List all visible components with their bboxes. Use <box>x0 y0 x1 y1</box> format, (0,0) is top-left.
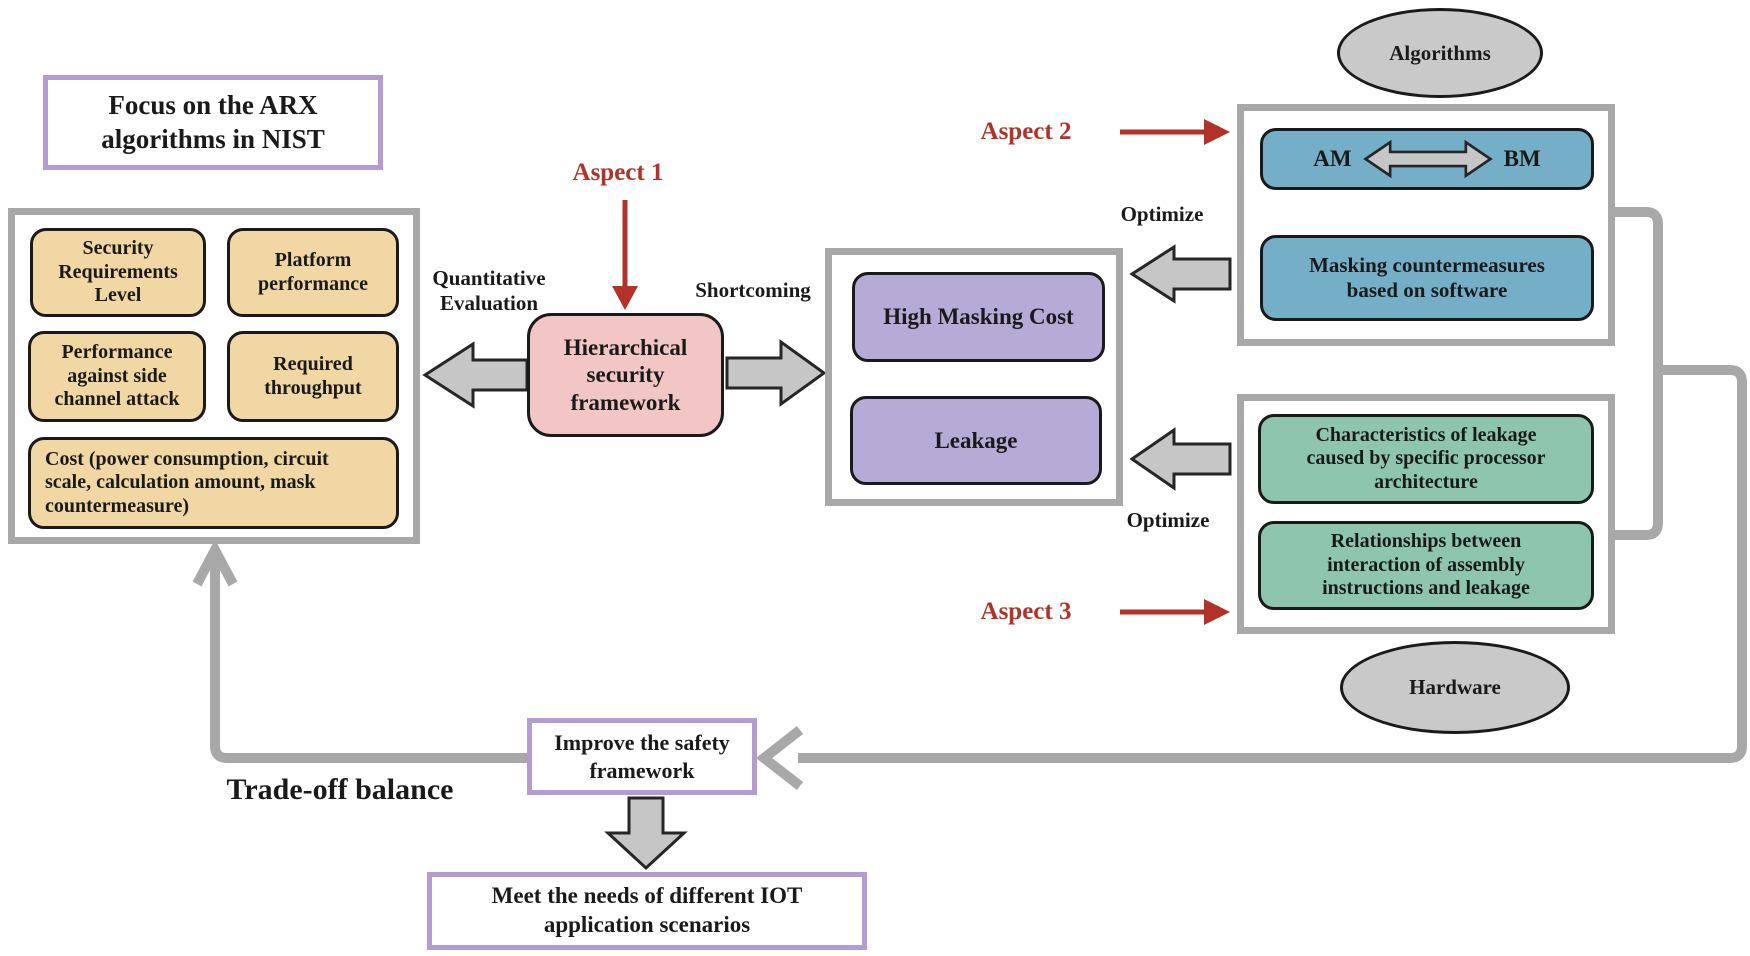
quantitative-evaluation-label: Quantitative Evaluation <box>432 266 546 315</box>
focus-box: Focus on the ARX algorithms in NIST <box>43 75 383 170</box>
aspect3-arrowhead-icon <box>1204 599 1230 625</box>
card-security-requirements: Security Requirements Level <box>30 228 206 317</box>
meet-iot-needs-box: Meet the needs of different IOT applicat… <box>427 872 867 950</box>
card-required-throughput: Required throughput <box>227 331 399 422</box>
aspect1-arrowhead-icon <box>612 286 638 310</box>
card-side-channel-performance: Performance against side channel attack <box>28 331 206 422</box>
aspect1-label: Aspect 1 <box>572 159 664 186</box>
bracket-line-right <box>1612 207 1663 540</box>
card-leakage: Leakage <box>850 396 1102 485</box>
tradeoff-balance-label: Trade-off balance <box>226 773 454 806</box>
card-leakage-characteristics: Characteristics of leakage caused by spe… <box>1258 414 1594 504</box>
block-arrow-optimize-top <box>1129 244 1232 304</box>
card-masking-countermeasures: Masking countermeasures based on softwar… <box>1260 235 1594 321</box>
card-am-bm: AM BM <box>1260 128 1594 190</box>
feedback-line-right <box>798 365 1747 763</box>
aspect2-label: Aspect 2 <box>980 118 1072 145</box>
block-arrow-optimize-bottom <box>1129 427 1232 491</box>
improve-safety-box: Improve the safety framework <box>527 718 757 795</box>
hardware-ellipse: Hardware <box>1340 641 1570 734</box>
card-platform-performance: Platform performance <box>227 228 399 317</box>
shortcoming-label: Shortcoming <box>695 278 811 302</box>
algorithms-ellipse: Algorithms <box>1337 8 1543 98</box>
double-arrow-icon <box>1362 139 1493 179</box>
card-assembly-relationships: Relationships between interaction of ass… <box>1258 521 1594 610</box>
card-cost: Cost (power consumption, circuit scale, … <box>28 437 399 529</box>
feedback-line-left <box>210 556 527 763</box>
block-arrow-shortcoming <box>725 339 827 407</box>
aspect2-arrowhead-icon <box>1204 119 1230 145</box>
aspect3-label: Aspect 3 <box>980 598 1072 625</box>
am-label: AM <box>1313 146 1352 172</box>
block-arrow-quantitative-evaluation <box>422 341 529 409</box>
optimize-top-label: Optimize <box>1120 202 1204 226</box>
up-arrowhead-icon <box>192 539 238 587</box>
block-arrow-down-improve <box>604 796 688 871</box>
optimize-bottom-label: Optimize <box>1126 508 1210 532</box>
card-high-masking-cost: High Masking Cost <box>852 272 1105 362</box>
hierarchical-framework-box: Hierarchical security framework <box>527 313 724 437</box>
bm-label: BM <box>1503 146 1541 172</box>
left-arrowhead-icon <box>755 726 804 790</box>
